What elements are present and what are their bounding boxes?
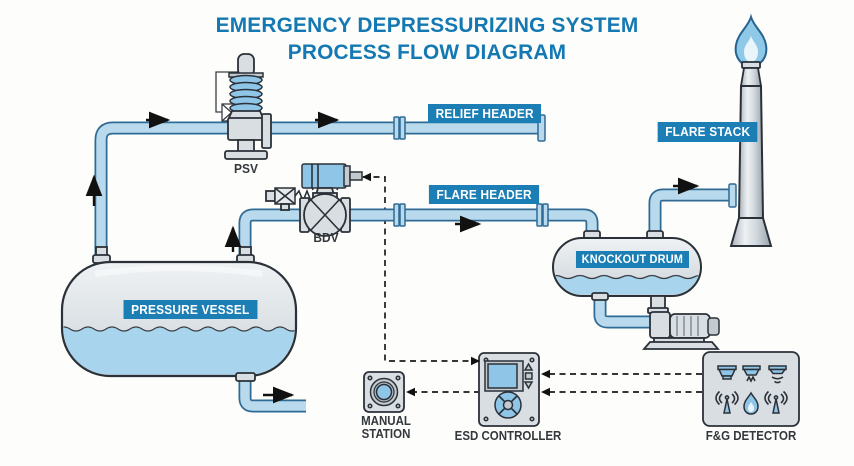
vessel-drain-pipe: [238, 378, 306, 413]
up-button[interactable]: [523, 362, 534, 371]
menu-button[interactable]: [524, 372, 533, 380]
psv-label: PSV: [234, 161, 258, 176]
manual-station-label: MANUAL STATION: [361, 414, 411, 442]
fg-detector-panel: [702, 351, 800, 427]
knockout-drum-label: KNOCKOUT DRUM: [575, 251, 689, 268]
bdv-valve: [265, 163, 363, 237]
page-title: EMERGENCY DEPRESSURIZING SYSTEM PROCESS …: [0, 13, 854, 65]
vessel-liquid: [63, 327, 295, 375]
flame-detector-icon: [743, 391, 759, 415]
display-screen: [487, 363, 518, 389]
signal-arrowhead: [541, 369, 550, 379]
manual-station: [363, 371, 405, 413]
psv-body: [227, 117, 265, 141]
relief-header-label: RELIEF HEADER: [427, 104, 542, 123]
flow-arrows: [85, 111, 700, 404]
signal-arrowhead: [471, 356, 480, 366]
fg-detector-label: F&G DETECTOR: [705, 429, 797, 443]
title-line-1: EMERGENCY DEPRESSURIZING SYSTEM: [215, 13, 639, 37]
signal-lines: [363, 176, 702, 393]
down-button[interactable]: [523, 381, 534, 390]
wireless-detector-icon-2: [764, 390, 788, 414]
esd-controller: [478, 352, 540, 427]
actuator-rod: [349, 171, 363, 181]
drum-liquid: [554, 274, 700, 295]
drain-pump: [642, 295, 720, 350]
bdv-label: BDV: [313, 230, 339, 245]
title-line-2: PROCESS FLOW DIAGRAM: [287, 40, 567, 64]
wireless-detector-icon: [715, 390, 739, 414]
drum-drain-pipe: [593, 298, 653, 329]
pipe-flanges: [393, 114, 737, 227]
esd-controller-label: ESD CONTROLLER: [454, 429, 562, 443]
pressure-vessel: [60, 246, 298, 382]
relief-header-pipe: [94, 121, 541, 254]
bdv-inlet-pipe: [238, 208, 303, 254]
gas-detector-icon: [742, 365, 761, 383]
vessel-drain-nozzle: [235, 372, 256, 382]
pump-motor: [669, 313, 711, 339]
stack-base: [729, 217, 773, 247]
flare-stack-label: FLARE STACK: [657, 122, 758, 142]
bdv-actuator: [301, 163, 347, 189]
signal-arrowhead: [406, 387, 415, 397]
pressure-vessel-label: PRESSURE VESSEL: [123, 300, 258, 319]
signal-arrowhead: [362, 172, 371, 182]
pump-casing: [649, 311, 671, 339]
flare-stack: [729, 13, 773, 247]
psv-spring: [229, 74, 263, 114]
piping: [94, 114, 737, 413]
drum-to-stack-pipe: [648, 188, 731, 240]
psv-valve: [215, 53, 272, 160]
signal-arrowhead: [541, 387, 550, 397]
flare-header-pipe: [347, 208, 599, 240]
smoke-detector-icon: [717, 365, 737, 380]
flare-header-label: FLARE HEADER: [428, 185, 540, 204]
stack-column: [737, 85, 765, 219]
signal-esd-to-bdv: [363, 176, 478, 362]
push-button[interactable]: [375, 383, 393, 401]
heat-detector-icon: [768, 365, 787, 384]
